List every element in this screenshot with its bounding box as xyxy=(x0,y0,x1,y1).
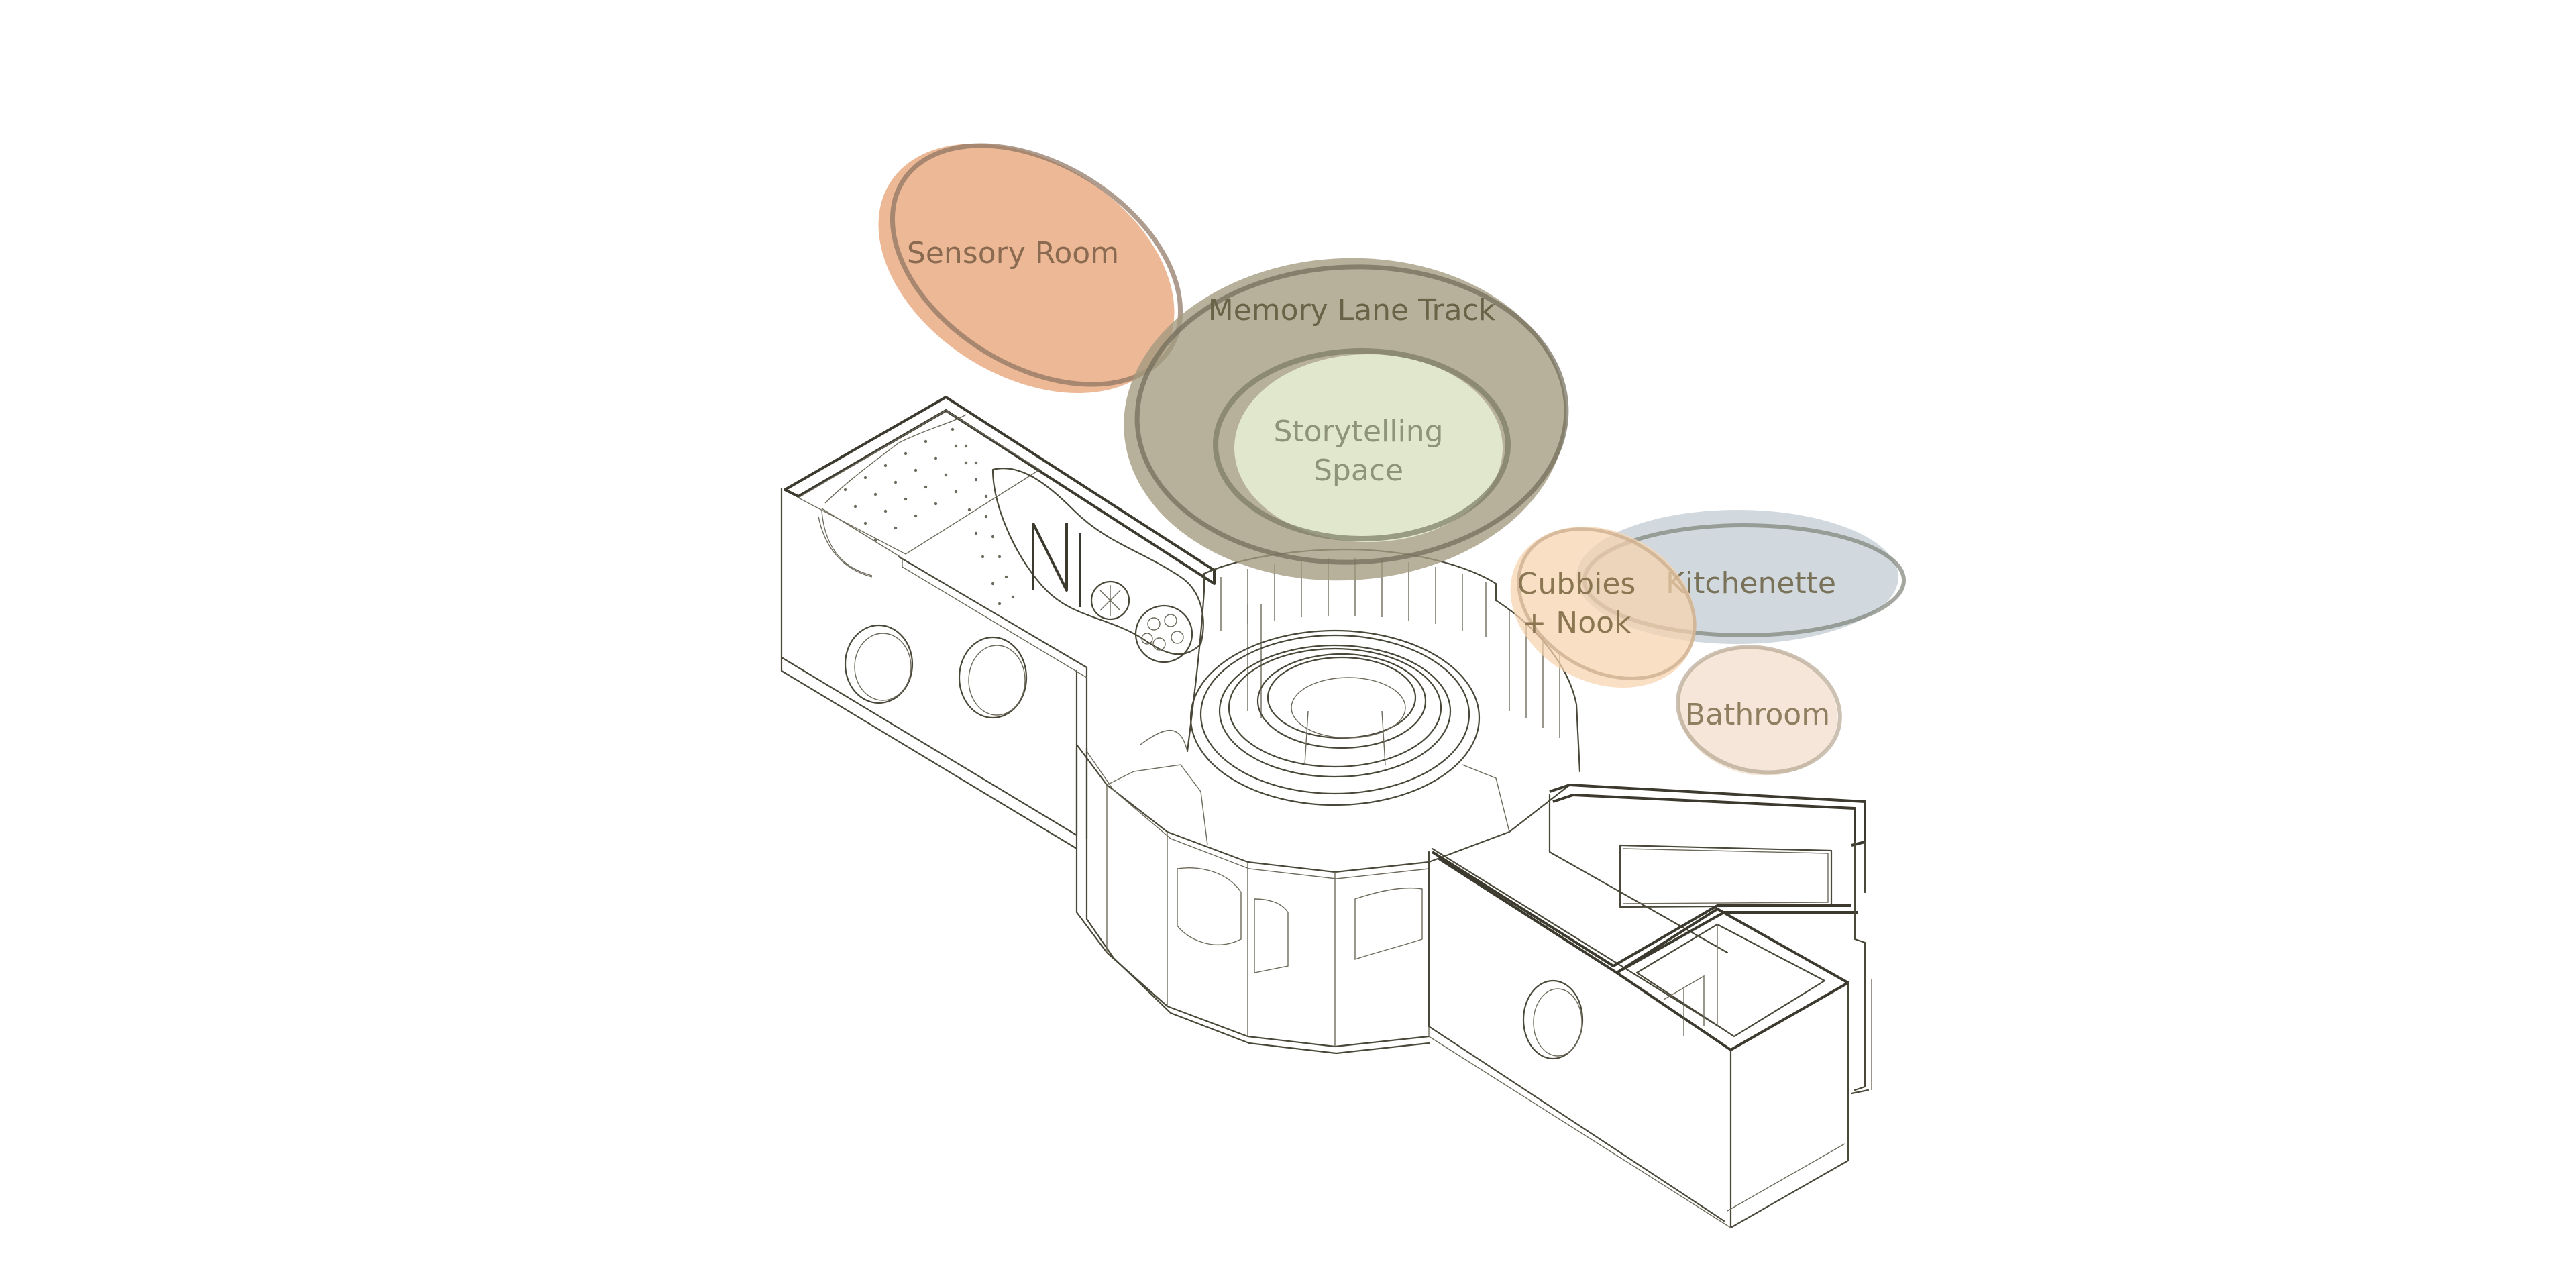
zone-label-cubbies-nook: Cubbies + Nook xyxy=(1517,567,1636,640)
left-wing xyxy=(780,396,1216,850)
zone-sensory-room[interactable]: Sensory Room xyxy=(833,92,1224,445)
zone-label-line: Bathroom xyxy=(1685,698,1830,732)
zone-label-memory-lane-track: Memory Lane Track xyxy=(1208,293,1496,327)
zone-cubbies-nook[interactable]: Cubbies + Nook xyxy=(1482,495,1724,719)
zone-label-line: Kitchenette xyxy=(1666,566,1836,600)
zone-overlays: Sensory Room Memory Lane Track Storytell… xyxy=(833,92,1906,790)
building-linework xyxy=(780,396,1872,1229)
zone-bathroom[interactable]: Bathroom xyxy=(1666,632,1852,790)
zone-label-bathroom: Bathroom xyxy=(1685,698,1830,732)
central-rotunda xyxy=(1075,548,1581,1055)
zone-label-line: Cubbies xyxy=(1517,567,1636,601)
zone-label-line: + Nook xyxy=(1521,606,1631,640)
zone-label-kitchenette: Kitchenette xyxy=(1666,566,1836,600)
zone-label-line: Sensory Room xyxy=(907,236,1119,270)
zone-label-line: Space xyxy=(1313,453,1403,488)
zone-label-line: Memory Lane Track xyxy=(1208,293,1496,327)
zone-label-sensory-room: Sensory Room xyxy=(907,236,1119,270)
right-wing xyxy=(1428,784,1872,1229)
dotted-wall-pattern xyxy=(843,427,1015,606)
zone-label-line: Storytelling xyxy=(1273,415,1443,449)
